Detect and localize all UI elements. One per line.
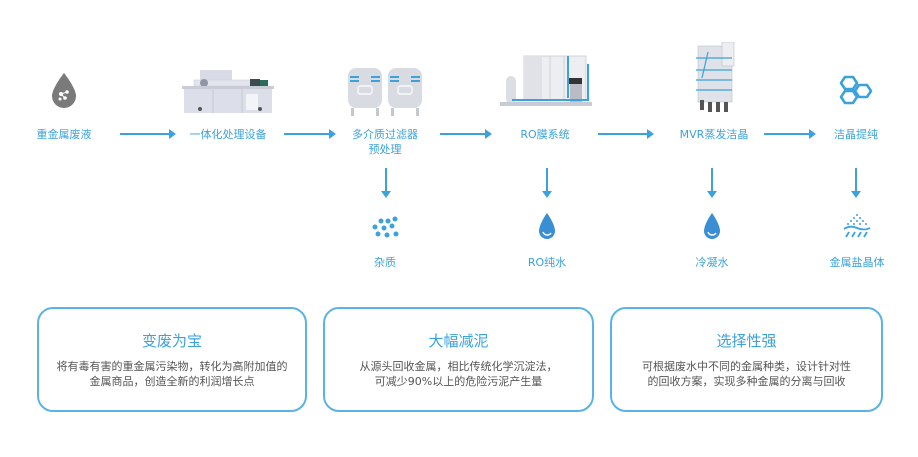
flow-arrow	[764, 129, 816, 139]
card-line: 的回收方案，实现多种金属的分离与回收	[647, 375, 846, 388]
step-label-line1: 多介质过滤器	[352, 128, 418, 141]
card-description: 从源头回收金属，相比传统化学沉淀法， 可减少90%以上的危险污泥产生量	[325, 359, 592, 389]
step-label-ro-system: RO膜系统	[520, 128, 570, 141]
card-description: 将有毒有害的重金属污染物，转化为高附加值的 金属商品，创造全新的利润增长点	[39, 359, 305, 389]
gray-drop-molecule-icon	[50, 72, 78, 108]
multimedia-filter-tanks-image	[346, 64, 424, 116]
card-description: 可根据废水中不同的金属种类，设计针对性 的回收方案，实现多种金属的分离与回收	[612, 359, 881, 389]
water-drop-icon	[538, 212, 556, 240]
benefit-card-selectivity: 选择性强 可根据废水中不同的金属种类，设计针对性 的回收方案，实现多种金属的分离…	[610, 307, 883, 412]
output-label-ro-pure-water: RO纯水	[527, 256, 567, 269]
output-arrow	[381, 168, 391, 198]
integrated-treatment-equipment-image	[180, 68, 276, 116]
output-arrow	[542, 168, 552, 198]
output-arrow	[707, 168, 717, 198]
benefit-card-sludge-reduction: 大幅减泥 从源头回收金属，相比传统化学沉淀法， 可减少90%以上的危险污泥产生量	[323, 307, 594, 412]
card-title: 变废为宝	[141, 332, 202, 350]
card-line: 金属商品，创造全新的利润增长点	[89, 375, 255, 388]
ro-membrane-system-image	[498, 54, 594, 110]
mvr-evaporator-tower-image	[688, 42, 738, 114]
card-line: 从源头回收金属，相比传统化学沉淀法，	[359, 360, 558, 373]
output-label-condensate: 冷凝水	[695, 256, 729, 269]
card-title: 大幅减泥	[428, 332, 489, 350]
flow-arrow	[598, 129, 654, 139]
step-label-multimedia-filter: 多介质过滤器 预处理	[335, 127, 435, 157]
card-line: 可根据废水中不同的金属种类，设计针对性	[642, 360, 851, 373]
salt-crystal-pile-icon	[842, 213, 872, 239]
output-label-metal-salt-crystal: 金属盐晶体	[829, 256, 885, 269]
benefit-card-waste-to-value: 变废为宝 将有毒有害的重金属污染物，转化为高附加值的 金属商品，创造全新的利润增…	[37, 307, 307, 412]
step-label-mvr: MVR蒸发洁晶	[679, 128, 749, 141]
step-label-purification: 洁晶提纯	[834, 128, 878, 141]
water-drop-icon	[703, 212, 721, 240]
step-label-integrated-equipment: 一体化处理设备	[189, 128, 267, 141]
flow-arrow	[440, 129, 492, 139]
output-arrow	[851, 168, 861, 198]
hexagon-crystal-icon	[839, 75, 873, 105]
flow-arrow	[120, 129, 176, 139]
flow-arrow	[284, 129, 336, 139]
card-title: 选择性强	[716, 332, 777, 350]
card-line: 可减少90%以上的危险污泥产生量	[374, 375, 543, 388]
impurity-dots-icon	[371, 216, 401, 238]
step-label-line2: 预处理	[368, 143, 402, 156]
output-label-impurities: 杂质	[374, 256, 396, 269]
step-label-waste-liquid: 重金属废液	[36, 128, 92, 141]
card-line: 将有毒有害的重金属污染物，转化为高附加值的	[56, 360, 288, 373]
